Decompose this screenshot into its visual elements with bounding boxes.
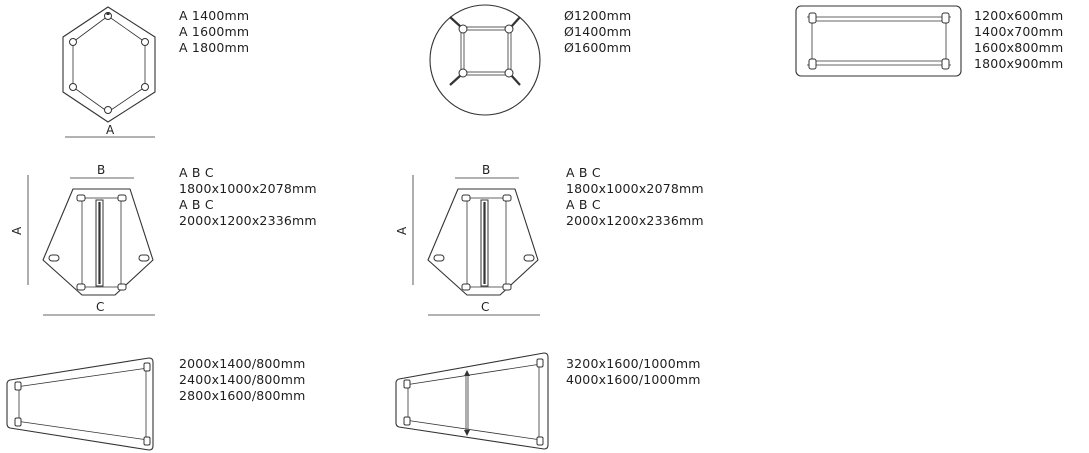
table-foot bbox=[458, 68, 468, 78]
table-foot bbox=[403, 416, 411, 426]
size-option: 2400x1400/800mm bbox=[179, 372, 306, 387]
size-header: A B C bbox=[566, 197, 601, 212]
table-foot bbox=[433, 254, 445, 262]
dimension-label-a: A bbox=[106, 123, 115, 137]
size-option: A 1400mm bbox=[179, 8, 250, 23]
table-foot bbox=[76, 194, 86, 202]
pentagon-table-1-sizes: A B C 1800x1000x2078mm A B C 2000x1200x2… bbox=[179, 165, 317, 229]
size-option: Ø1400mm bbox=[564, 24, 632, 39]
table-foot bbox=[464, 370, 470, 376]
table-foot bbox=[523, 254, 535, 262]
rectangle-table-sizes: 1200x600mm 1400x700mm 1600x800mm 1800x90… bbox=[974, 8, 1063, 72]
size-header: A B C bbox=[179, 197, 214, 212]
size-option: 2000x1200x2336mm bbox=[566, 213, 704, 228]
table-foot bbox=[69, 38, 77, 46]
size-option: 1400x700mm bbox=[974, 24, 1064, 39]
dimension-label-a: A bbox=[10, 226, 24, 235]
table-foot bbox=[461, 283, 471, 291]
table-foot bbox=[502, 283, 512, 291]
trapezoid-table-drawing bbox=[6, 356, 158, 452]
trapezoid-table-drawing bbox=[395, 351, 551, 451]
size-header: A B C bbox=[566, 165, 601, 180]
pentagon-table-drawing: B A C bbox=[393, 160, 545, 320]
size-option: 2800x1600/800mm bbox=[179, 388, 306, 403]
table-foot bbox=[104, 106, 112, 114]
table-foot bbox=[502, 194, 512, 202]
table-foot bbox=[403, 379, 411, 389]
table-foot bbox=[76, 283, 86, 291]
size-option: Ø1200mm bbox=[564, 8, 632, 23]
size-option: 2000x1400/800mm bbox=[179, 356, 306, 371]
table-foot bbox=[941, 58, 950, 70]
table-foot bbox=[14, 381, 22, 391]
table-foot bbox=[808, 12, 817, 24]
size-option: 4000x1600/1000mm bbox=[566, 372, 701, 387]
pentagon-table-drawing: B A C bbox=[8, 160, 160, 320]
dimension-label-b: B bbox=[97, 163, 105, 177]
pentagon-table-2-sizes: A B C 1800x1000x2078mm A B C 2000x1200x2… bbox=[566, 165, 704, 229]
size-option: 3200x1600/1000mm bbox=[566, 356, 701, 371]
hexagon-table-drawing: A bbox=[55, 2, 165, 142]
size-header: A B C bbox=[179, 165, 214, 180]
dimension-label-b: B bbox=[482, 163, 490, 177]
table-foot bbox=[458, 24, 468, 34]
table-foot bbox=[504, 68, 514, 78]
size-option: A 1600mm bbox=[179, 24, 250, 39]
table-foot bbox=[141, 83, 149, 91]
table-foot bbox=[461, 194, 471, 202]
table-foot bbox=[69, 83, 77, 91]
trapezoid-table-1-sizes: 2000x1400/800mm 2400x1400/800mm 2800x160… bbox=[179, 356, 305, 404]
table-foot bbox=[104, 12, 112, 20]
table-foot bbox=[117, 283, 127, 291]
table-foot bbox=[48, 254, 60, 262]
size-option: 1800x900mm bbox=[974, 56, 1064, 71]
table-foot bbox=[941, 12, 950, 24]
table-foot bbox=[138, 254, 150, 262]
dimension-label-a: A bbox=[395, 226, 409, 235]
dimension-label-c: C bbox=[96, 300, 104, 314]
trapezoid-table-2-sizes: 3200x1600/1000mm 4000x1600/1000mm bbox=[566, 356, 701, 388]
size-option: 1200x600mm bbox=[974, 8, 1064, 23]
dimension-label-c: C bbox=[481, 300, 489, 314]
table-foot bbox=[504, 24, 514, 34]
table-foot bbox=[536, 436, 544, 446]
size-option: 1600x800mm bbox=[974, 40, 1064, 55]
table-foot bbox=[14, 417, 22, 427]
size-option: 1800x1000x2078mm bbox=[566, 181, 704, 196]
table-foot bbox=[143, 362, 151, 372]
table-foot bbox=[141, 38, 149, 46]
table-foot bbox=[808, 58, 817, 70]
rectangle-table-drawing bbox=[795, 5, 965, 80]
size-option: A 1800mm bbox=[179, 40, 250, 55]
round-table-drawing bbox=[428, 3, 548, 123]
size-option: 1800x1000x2078mm bbox=[179, 181, 317, 196]
size-option: 2000x1200x2336mm bbox=[179, 213, 317, 228]
table-foot bbox=[464, 430, 470, 436]
round-table-sizes: Ø1200mm Ø1400mm Ø1600mm bbox=[564, 8, 631, 56]
hexagon-table-sizes: A 1400mm A 1600mm A 1800mm bbox=[179, 8, 249, 56]
table-foot bbox=[536, 358, 544, 368]
size-option: Ø1600mm bbox=[564, 40, 632, 55]
table-foot bbox=[117, 194, 127, 202]
table-foot bbox=[143, 436, 151, 446]
